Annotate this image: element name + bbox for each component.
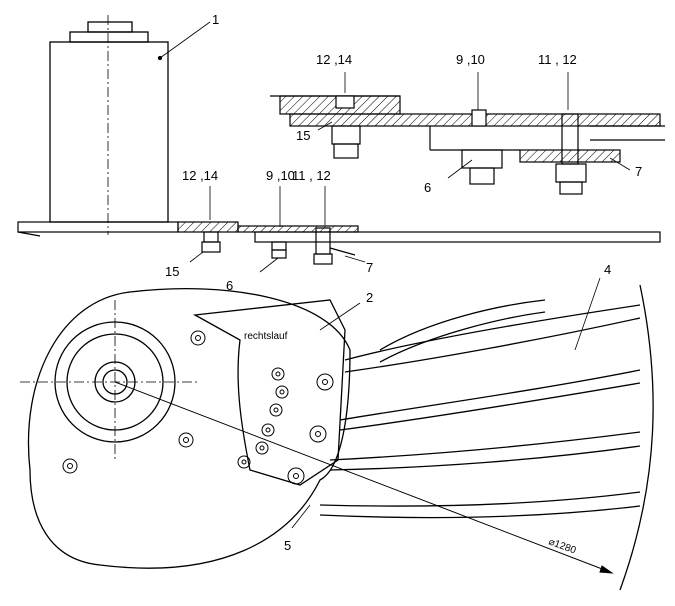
motor <box>49 15 211 235</box>
label-screw-b-detail: 11 , 12 <box>538 52 577 67</box>
label-screw-a-main: 9 ,10 <box>266 168 295 183</box>
label-screw-a-detail: 9 ,10 <box>456 52 485 67</box>
label-motor: 1 <box>212 12 219 27</box>
label-rotation: rechtslauf <box>244 331 288 342</box>
label-bolt-main: 7 <box>366 260 373 275</box>
label-screw-c-detail: 12 ,14 <box>316 52 352 67</box>
label-washer-detail: 15 <box>296 128 310 143</box>
blades <box>319 284 654 591</box>
detail-view <box>270 95 665 195</box>
label-washer-main: 15 <box>165 264 179 279</box>
label-plate: 2 <box>366 290 373 305</box>
disc-plan <box>20 287 351 569</box>
label-bolt-detail: 7 <box>635 164 642 179</box>
label-screw-c-main: 12 ,14 <box>182 168 218 183</box>
label-nut-main: 6 <box>226 278 233 293</box>
mounting-plate-side <box>17 221 661 265</box>
label-blade: 4 <box>604 262 611 277</box>
label-screw-b-main: 11 , 12 <box>292 168 331 183</box>
leader-lines <box>189 72 631 529</box>
label-nut-detail: 6 <box>424 180 431 195</box>
label-disc-edge: 5 <box>284 538 291 553</box>
diameter-dimension <box>114 381 614 574</box>
